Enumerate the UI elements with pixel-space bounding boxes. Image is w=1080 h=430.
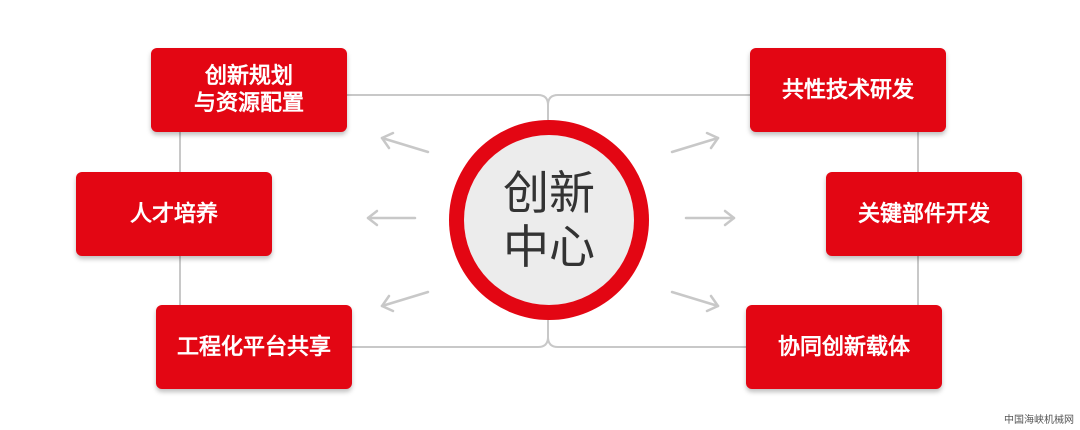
arrow-right-icon <box>684 209 736 227</box>
box-innovation-planning: 创新规划 与资源配置 <box>151 48 347 132</box>
box-talent-training: 人才培养 <box>76 172 272 256</box>
box-key-component-dev: 关键部件开发 <box>826 172 1022 256</box>
box-innovation-planning-line2: 与资源配置 <box>193 91 304 116</box>
center-label-line2: 中心 <box>503 220 595 274</box>
box-key-component-dev-label: 关键部件开发 <box>857 201 990 227</box>
box-engineering-platform-label: 工程化平台共享 <box>176 334 331 360</box>
box-collaborative-carrier: 协同创新载体 <box>746 305 942 389</box>
arrow-right-up-icon <box>670 131 720 154</box>
box-talent-training-label: 人才培养 <box>129 201 218 227</box>
box-common-tech-rd-label: 共性技术研发 <box>781 77 914 103</box>
arrow-left-icon <box>366 209 417 227</box>
arrow-left-up-icon <box>380 131 430 154</box>
box-common-tech-rd: 共性技术研发 <box>750 48 946 132</box>
left-top-connector <box>345 94 549 120</box>
box-innovation-planning-line1: 创新规划 <box>204 64 293 89</box>
box-collaborative-carrier-label: 协同创新载体 <box>777 334 910 360</box>
innovation-center-inner: 创新 中心 <box>464 135 634 305</box>
box-engineering-platform: 工程化平台共享 <box>156 305 352 389</box>
right-bottom-connector <box>547 336 746 348</box>
right-top-connector <box>547 94 752 106</box>
center-label-line1: 创新 <box>503 166 595 220</box>
innovation-center-circle: 创新 中心 <box>449 120 649 320</box>
watermark-text: 中国海峡机械网 <box>1004 415 1074 426</box>
arrow-right-down-icon <box>670 290 720 313</box>
arrow-left-down-icon <box>380 290 430 313</box>
left-bottom-connector <box>350 320 549 348</box>
